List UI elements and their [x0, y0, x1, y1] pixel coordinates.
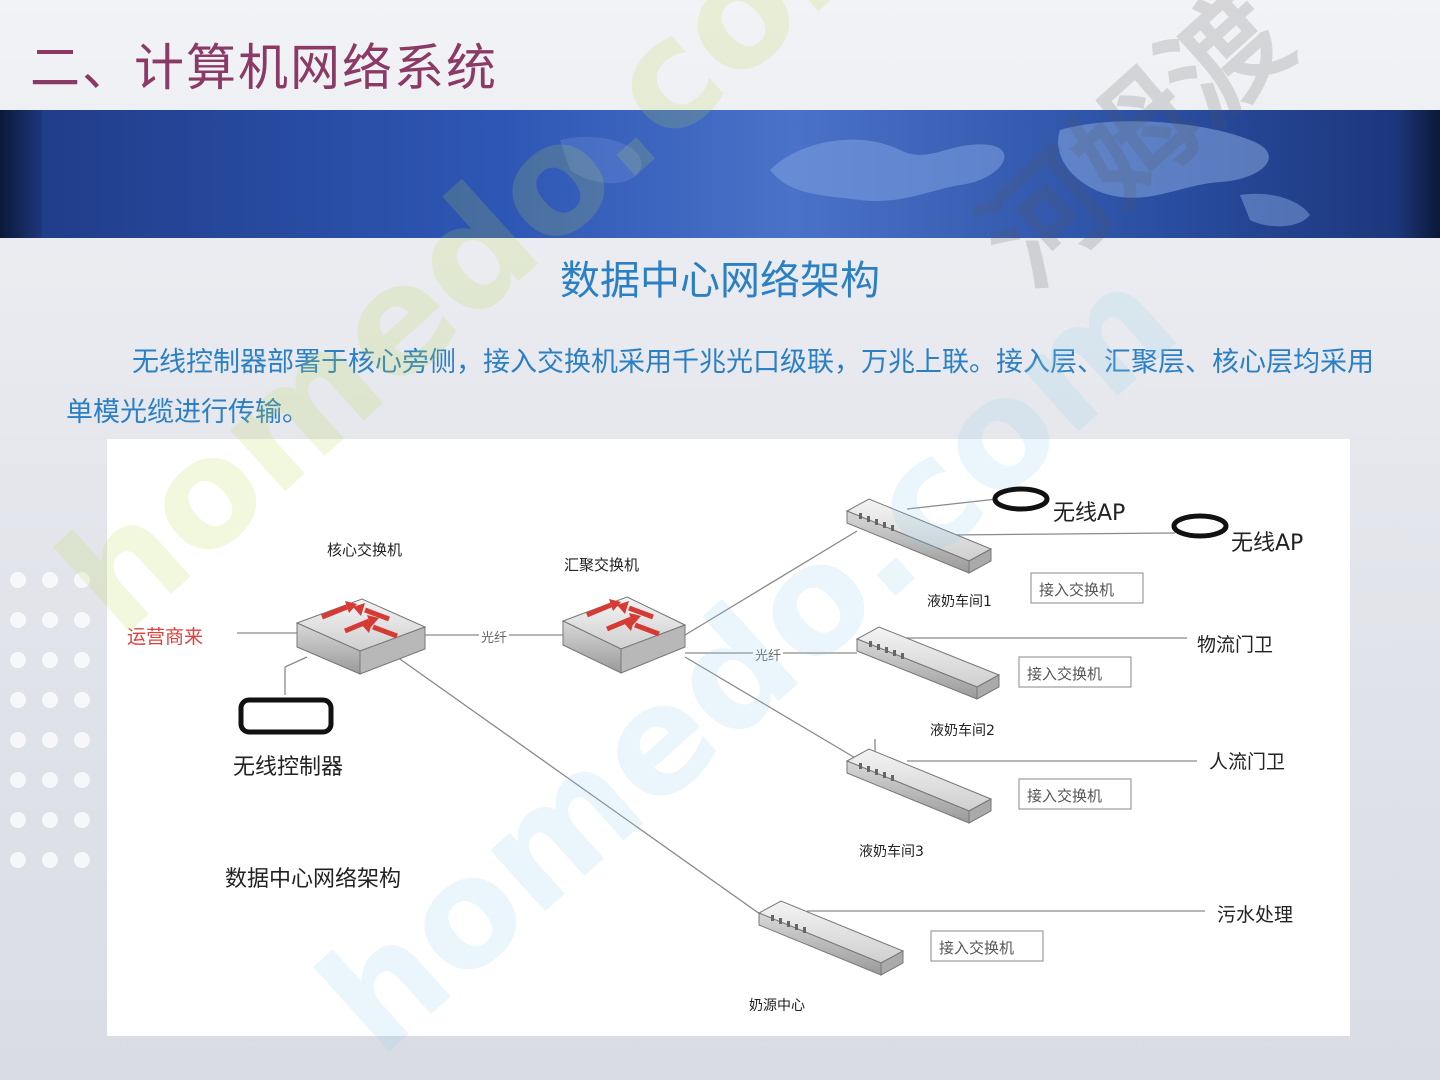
access-switch-4-icon [757, 900, 905, 976]
access-switch-1-icon [845, 498, 993, 574]
wireless-controller-icon [238, 697, 334, 735]
section-title: 数据中心网络架构 [560, 258, 880, 304]
page-title: 二、计算机网络系统 [30, 39, 498, 97]
link-lines [237, 498, 1205, 920]
wireless-controller-label: 无线控制器 [233, 755, 344, 780]
logistics-gate-label: 物流门卫 [1197, 634, 1274, 656]
world-map-graphic [560, 121, 1310, 227]
sewage-label: 污水处理 [1217, 904, 1294, 926]
fiber-label-2: 光纤 [753, 645, 784, 664]
wireless-ap-1-label: 无线AP [1053, 501, 1126, 526]
diagram-caption: 数据中心网络架构 [225, 867, 402, 892]
people-gate-label: 人流门卫 [1209, 751, 1286, 773]
diagram-graphics [237, 486, 1229, 976]
core-switch-label: 核心交换机 [327, 541, 403, 559]
core-switch-icon [295, 598, 427, 675]
wireless-ap-2-label: 无线AP [1231, 531, 1304, 556]
access-switch-label-1: 接入交换机 [1039, 581, 1115, 599]
agg-ws1-link [684, 530, 858, 636]
ap2-link [946, 532, 1176, 536]
access-switch-label-4: 接入交换机 [939, 939, 1015, 957]
wireless-ap-2-icon [1171, 513, 1229, 539]
workshop-2-label: 液奶车间2 [930, 723, 995, 739]
fiber-label-1: 光纤 [479, 627, 510, 646]
workshop-1-label: 液奶车间1 [927, 594, 992, 610]
ap1-link [906, 498, 998, 510]
banner-edge-right [1396, 110, 1440, 238]
access-label-box-1 [1030, 572, 1144, 604]
decorative-dots [10, 572, 90, 868]
controller-link-a [284, 656, 308, 668]
aggregation-switch-icon [561, 596, 687, 674]
header-banner [0, 110, 1440, 238]
access-label-box-3 [1018, 778, 1132, 810]
banner-edge-left [0, 110, 42, 238]
access-label-box-4 [930, 930, 1044, 962]
milk-source-label: 奶源中心 [749, 998, 805, 1014]
access-switch-label-2: 接入交换机 [1027, 665, 1103, 683]
wireless-ap-1-icon [992, 486, 1050, 512]
workshop-3-label: 液奶车间3 [859, 844, 924, 860]
network-diagram: 核心交换机 汇聚交换机 运营商来 光纤 光纤 无线控制器 数据中心网络架构 无线… [107, 439, 1350, 1036]
agg-ws3-link [684, 656, 858, 760]
agg-switch-label: 汇聚交换机 [564, 556, 640, 574]
body-paragraph: 无线控制器部署于核心旁侧，接入交换机采用千兆光口级联，万兆上联。接入层、汇聚层、… [66, 347, 1374, 428]
isp-label: 运营商来 [127, 626, 204, 648]
access-switch-label-3: 接入交换机 [1027, 787, 1103, 805]
access-switch-3-icon [845, 748, 993, 824]
access-label-box-2 [1018, 656, 1132, 688]
access-switch-2-icon [855, 626, 1001, 700]
core-milk-source-link [396, 656, 768, 920]
